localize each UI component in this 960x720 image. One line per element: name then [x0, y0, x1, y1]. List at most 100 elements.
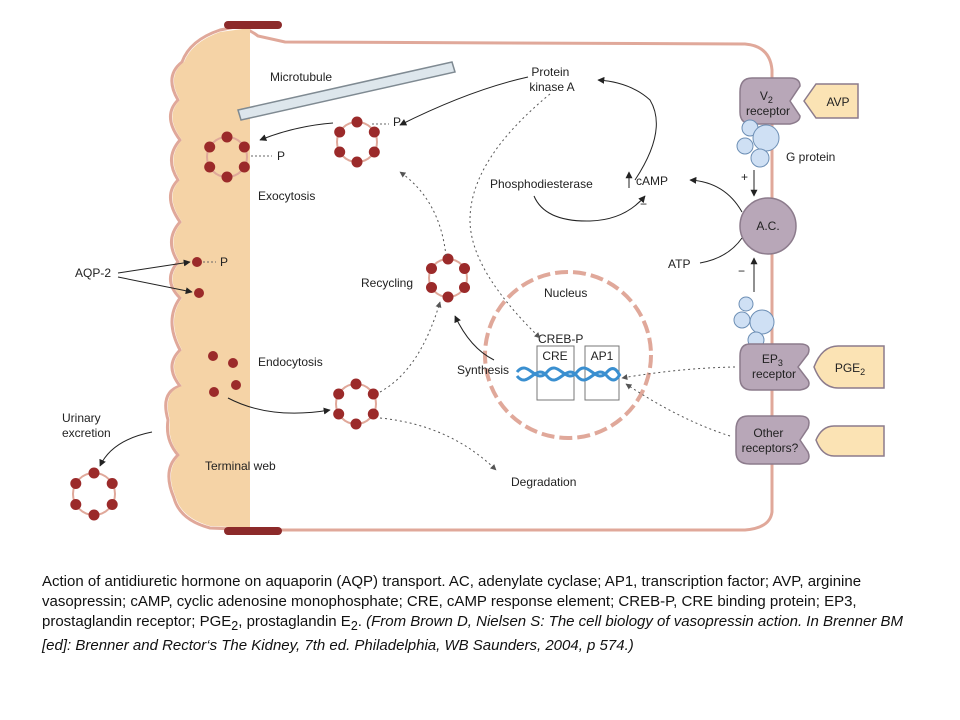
urinary-excretion-label: Urinary excretion: [62, 411, 111, 440]
aqp2-particle: [367, 408, 379, 420]
aqp2-particle: [204, 141, 216, 153]
tight-junction-bottom: [224, 527, 282, 535]
g-protein-subunit: [750, 148, 770, 168]
aqp2-label: AQP-2: [75, 266, 111, 280]
pge2-ligand: [813, 345, 885, 389]
aqp2-particle: [442, 253, 454, 265]
arrow-membrane-to-urine: [99, 431, 153, 467]
arrow-synthesis-to-recycling: [454, 315, 495, 361]
figure-caption: Action of antidiuretic hormone on aquapo…: [42, 572, 922, 656]
caption-text-3: .: [357, 613, 367, 630]
arrow-camp-to-pka: [597, 76, 657, 181]
aqp2-particle: [442, 291, 454, 303]
creb-p-label: CREB-P: [538, 332, 583, 346]
aqp2-particle: [334, 146, 346, 158]
arrow-endocytosis-to-vesicle: [227, 397, 331, 415]
aqp2-particle: [106, 478, 118, 489]
g-protein-subunit: [752, 124, 780, 152]
apical-cytoplasm: [167, 28, 250, 528]
v2-receptor-label: V2 receptor: [746, 89, 790, 118]
dna-helix: [515, 366, 622, 382]
vesicle-recycling: [426, 253, 470, 303]
aqp2-particle: [70, 499, 82, 510]
degradation-label: Degradation: [511, 475, 576, 489]
g-protein-label: G protein: [786, 150, 835, 164]
other-receptors-label: Other receptors?: [742, 426, 799, 455]
ep3-receptor-label: EP3 receptor: [752, 352, 796, 381]
endocytosis-pit-dot: [209, 387, 219, 397]
endocytosis-pit-dot: [208, 351, 218, 361]
aqp2-particle: [333, 408, 345, 420]
vesicle-urinary: [70, 467, 118, 521]
arrow-vesicle-to-apical: [259, 122, 334, 141]
aqp2-particle: [351, 156, 363, 168]
caption-sub-2: 2: [350, 619, 358, 633]
aqp2-particle: [88, 509, 100, 521]
aqp2-membrane-dot: [192, 257, 202, 267]
vesicle-pka-target: [334, 116, 380, 168]
p-label-membrane: P: [220, 255, 228, 269]
aqp2-particle: [350, 378, 362, 390]
tight-junction-top: [224, 21, 282, 29]
aqp2-particle: [106, 499, 118, 510]
aqp2-particle: [238, 141, 250, 153]
arrow-pde-to-camp: [533, 195, 646, 222]
g-protein-subunit: [738, 296, 754, 312]
terminal-web-label: Terminal web: [205, 459, 276, 473]
endocytosis-pit-dot: [231, 380, 241, 390]
vesicle-endocytic: [333, 378, 379, 430]
dotted-ep3-to-dna: [621, 366, 736, 381]
pde-minus-label: −: [640, 197, 647, 211]
caption-sub-1: 2: [231, 619, 239, 633]
microtubule: [237, 61, 456, 121]
arrow-pka-to-vesicle: [399, 76, 529, 126]
nucleus-label: Nucleus: [544, 286, 587, 300]
aqp2-particle: [204, 161, 216, 173]
caption-text-1: Action of antidiuretic hormone on aquapo…: [42, 573, 862, 630]
aqp2-particle: [334, 126, 346, 138]
g-minus-label: −: [738, 264, 745, 278]
recycling-label: Recycling: [361, 276, 413, 290]
endocytosis-label: Endocytosis: [258, 355, 323, 369]
ap1-label: AP1: [591, 349, 614, 363]
aqp-transport-diagram: Microtubule Protein kinase A P P P Exocy…: [62, 21, 885, 535]
g-protein-subunit: [733, 311, 751, 329]
aqp2-particle: [238, 161, 250, 173]
aqp2-particle: [333, 388, 345, 400]
ep3-receptor: [739, 343, 810, 391]
other-ligand: [815, 425, 885, 457]
aqp2-particle: [367, 388, 379, 400]
dotted-other-to-dna: [625, 383, 731, 437]
aqp2-particle: [351, 116, 363, 128]
phosphodiesterase-label: Phosphodiesterase: [490, 177, 593, 191]
cre-label: CRE: [542, 349, 567, 363]
dotted-endocytic-to-degradation: [379, 417, 497, 471]
v2-receptor: [739, 77, 801, 125]
aqp2-particle: [368, 126, 380, 138]
atp-label: ATP: [668, 257, 690, 271]
caption-text-2: , prostaglandin E: [238, 613, 351, 630]
aqp2-particle: [368, 146, 380, 158]
other-receptors: [735, 415, 810, 465]
camp-label: cAMP: [636, 174, 668, 188]
aqp2-particle: [426, 263, 437, 274]
p-label-apical: P: [277, 149, 285, 163]
aqp2-particle: [70, 478, 82, 489]
arrow-atp-to-ac: [699, 237, 743, 264]
avp-label: AVP: [826, 95, 849, 109]
adenylate-cyclase: [739, 197, 797, 255]
aqp2-arrow-upper: [117, 259, 191, 274]
dotted-endocytic-to-recycling: [379, 301, 442, 393]
vesicle-apical-top: [204, 131, 250, 183]
microtubule-label: Microtubule: [270, 70, 332, 84]
aqp2-membrane-dot: [194, 288, 204, 298]
aqp2-particle: [459, 282, 470, 293]
aqp2-particle: [350, 418, 362, 430]
g-protein-subunit: [736, 137, 754, 155]
cell-membrane: [164, 24, 774, 532]
endocytosis-pit-dot: [228, 358, 238, 368]
ac-label: A.C.: [756, 219, 779, 233]
exocytosis-label: Exocytosis: [258, 189, 315, 203]
caption-citation: (From Brown D, Nielsen S: The cell biolo…: [42, 613, 903, 654]
g-plus-label: +: [741, 170, 748, 184]
